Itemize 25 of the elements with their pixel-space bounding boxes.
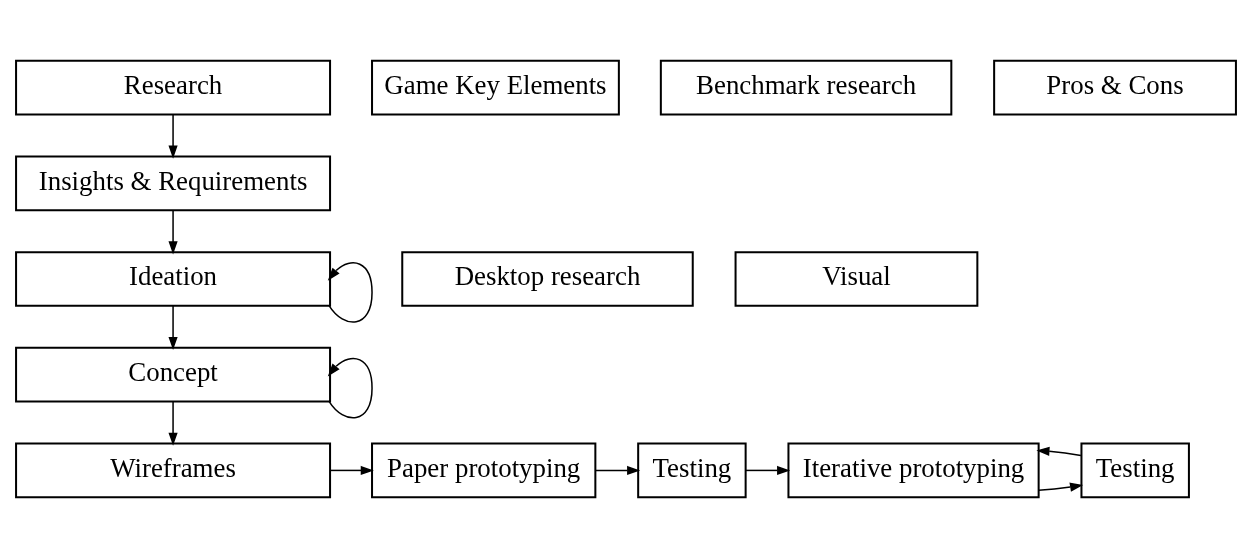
arrow xyxy=(595,465,641,475)
arrow xyxy=(168,208,178,254)
arrow xyxy=(745,465,791,475)
arrow xyxy=(168,304,178,350)
arrow xyxy=(327,261,373,323)
node-box: Desktop research xyxy=(401,250,694,307)
arrow xyxy=(329,465,374,475)
node-box: Benchmark research xyxy=(659,59,953,115)
node-box: Visual xyxy=(734,250,979,307)
node-box: Pros & Cons xyxy=(993,59,1237,115)
arrow xyxy=(327,357,373,418)
node-box: Ideation xyxy=(15,250,332,307)
node-box: Research xyxy=(15,59,332,115)
node-box: Testing xyxy=(1080,442,1190,498)
node-box: Insights & Requirements xyxy=(15,154,332,211)
node-box: Concept xyxy=(15,346,332,403)
node-box: Wireframes xyxy=(15,442,332,498)
node-box: Paper prototyping xyxy=(371,442,597,498)
node-box: Game Key Elements xyxy=(371,59,620,115)
arrow xyxy=(1037,482,1084,492)
node-box: Iterative prototyping xyxy=(787,442,1040,498)
node-box: Testing xyxy=(637,442,747,498)
arrow xyxy=(1036,446,1082,456)
arrow xyxy=(168,113,178,159)
arrow xyxy=(168,400,178,446)
